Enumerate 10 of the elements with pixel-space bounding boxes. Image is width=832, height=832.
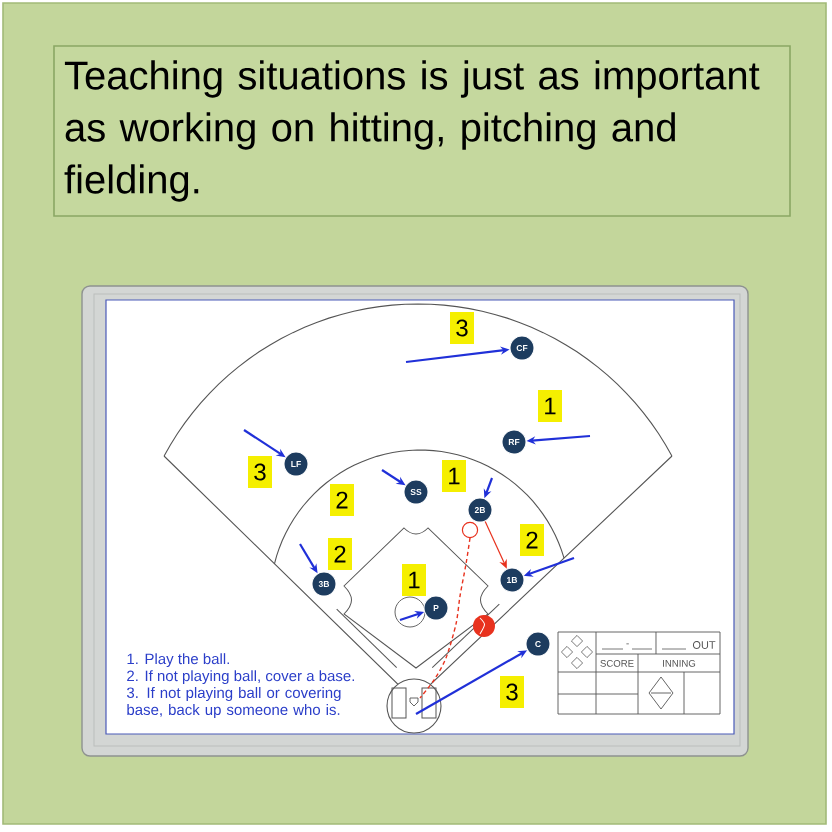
number-tag: 3 [248,456,272,488]
text-box: Teaching situations is just as important as working on hitting, pitching and fielding. [53,45,791,217]
number-tag: 2 [520,524,544,556]
number-tag: 1 [442,460,466,492]
number-tag: 1 [402,564,426,596]
number-tag: 2 [330,484,354,516]
number-tag: 2 [328,538,352,570]
number-tag: 3 [450,312,474,344]
number-tag: 3 [500,676,524,708]
number-tag: 1 [538,390,562,422]
